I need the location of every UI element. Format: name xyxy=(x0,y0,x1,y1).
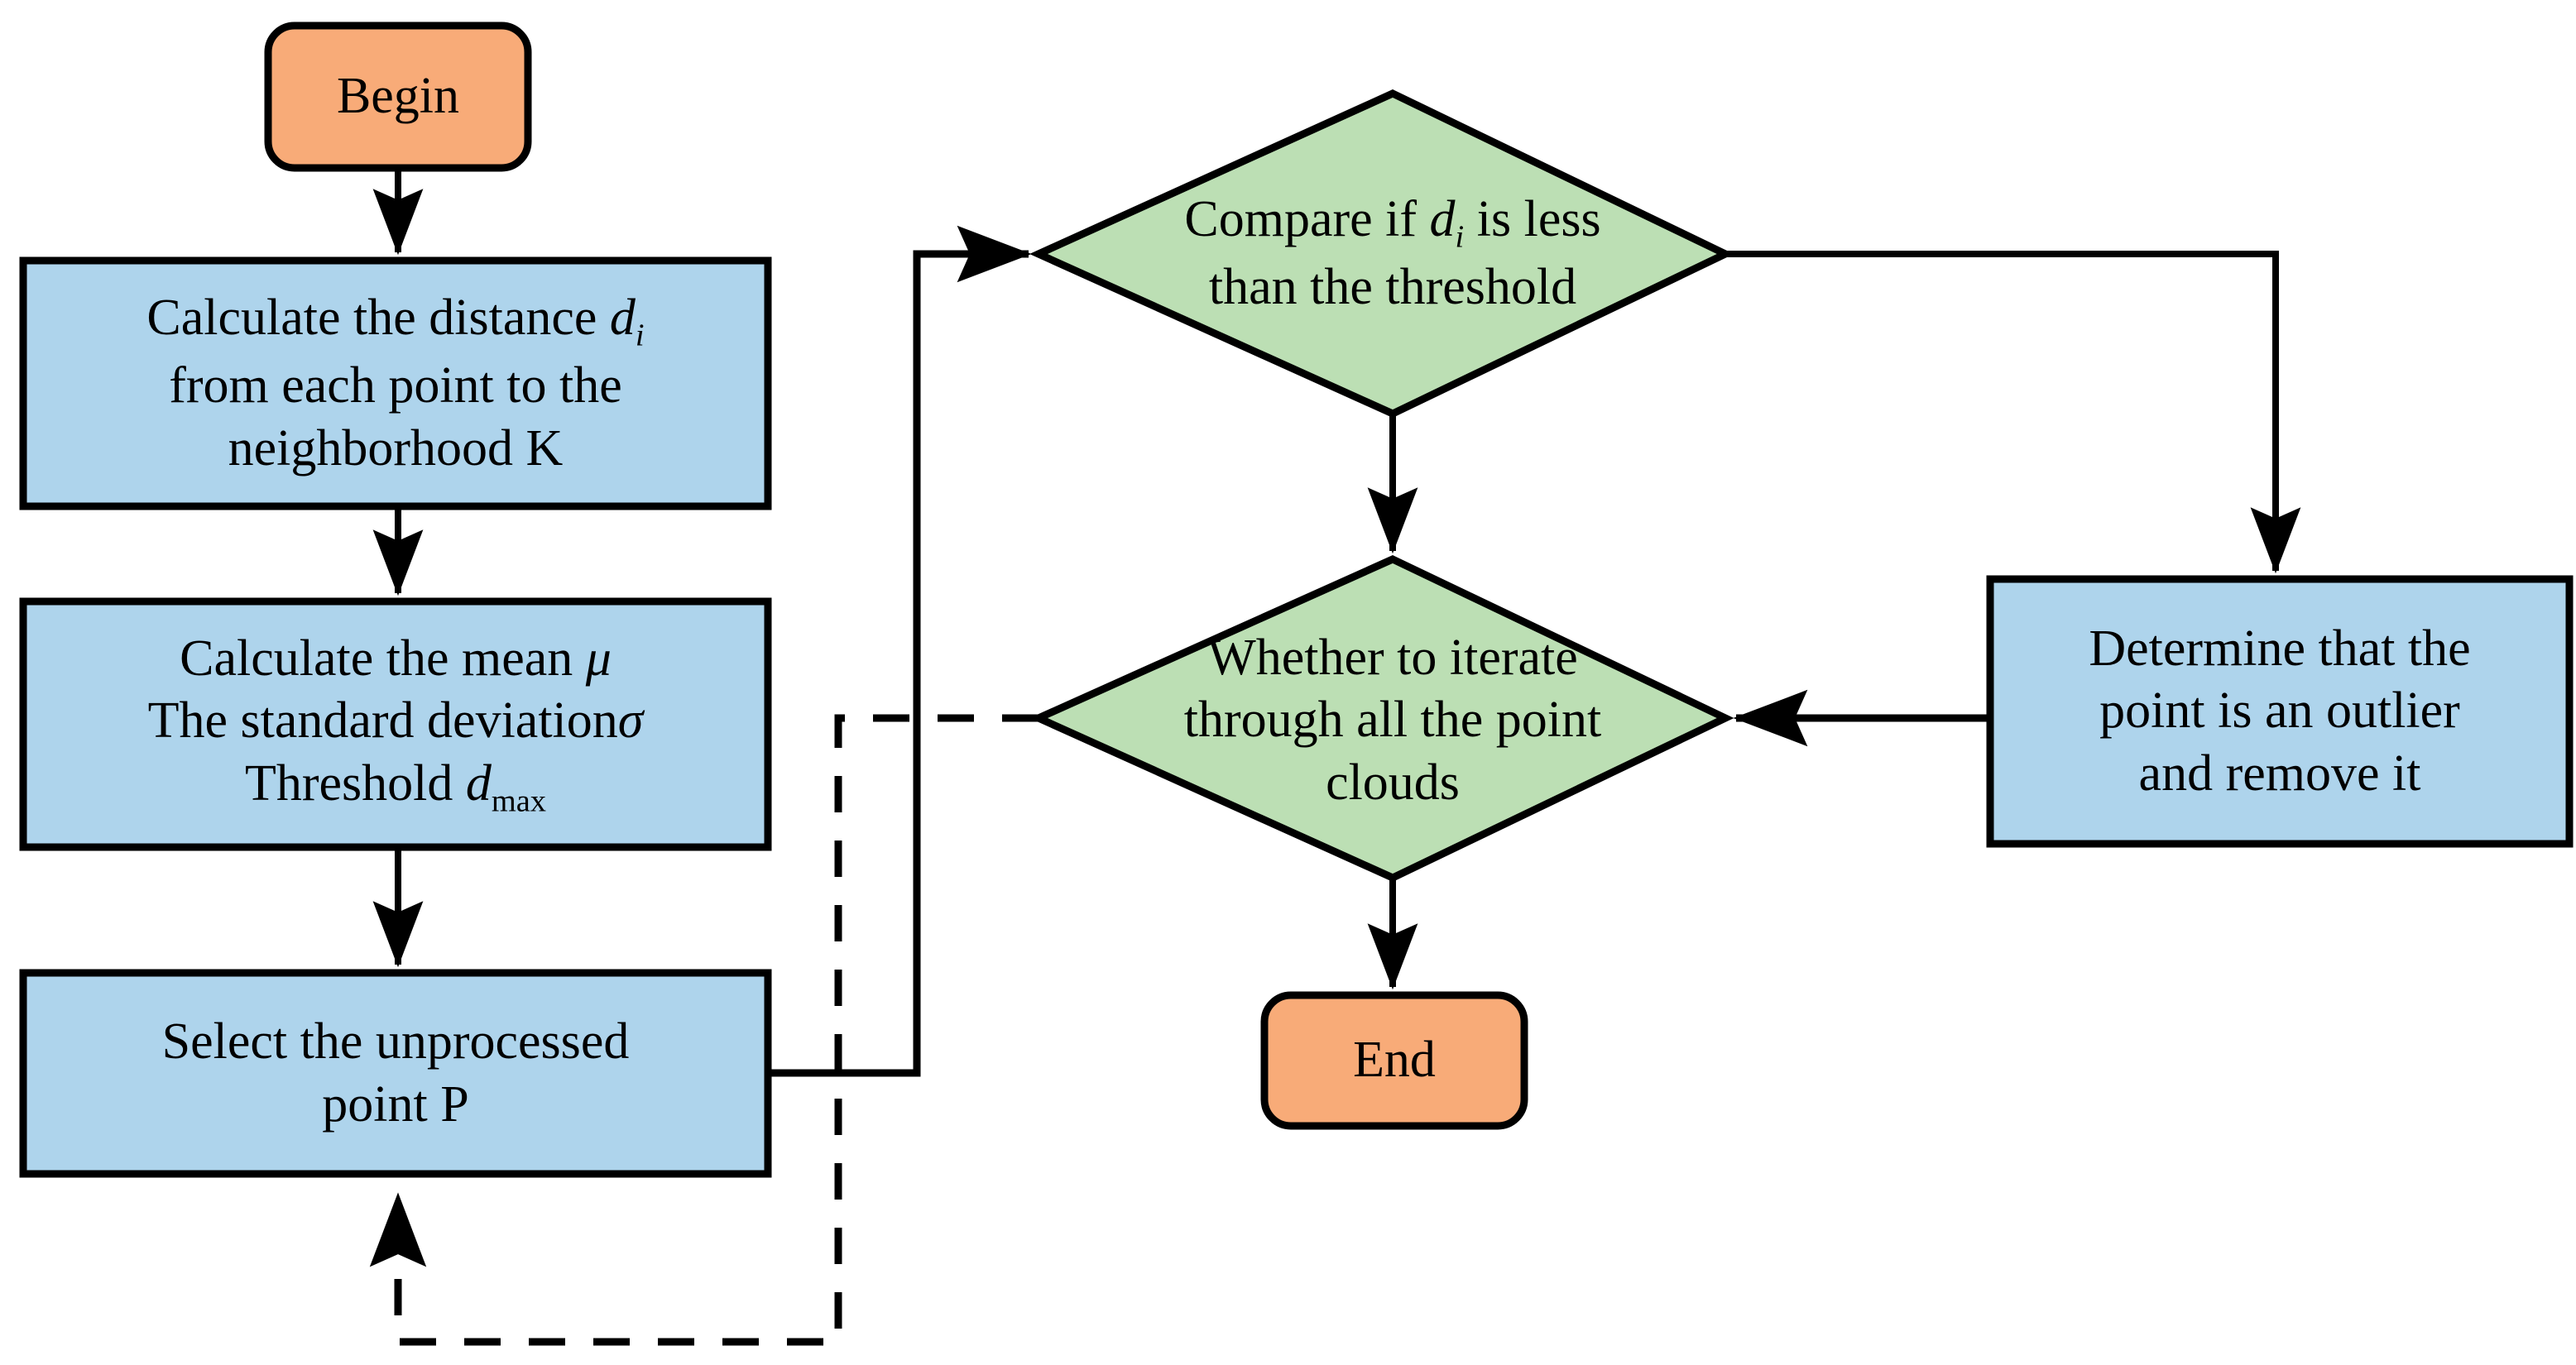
node-begin[interactable] xyxy=(264,22,532,172)
node-calc-distance[interactable] xyxy=(19,256,772,510)
node-end[interactable] xyxy=(1260,991,1528,1130)
node-compare-threshold[interactable] xyxy=(1029,89,1734,418)
node-select-point[interactable] xyxy=(19,969,772,1178)
edge-compare-to-remove-outlier xyxy=(1725,251,2301,574)
node-iterate-all[interactable] xyxy=(1029,555,1734,882)
node-calc-stats[interactable] xyxy=(19,597,772,851)
edge-iterate-to-select-point-dashed xyxy=(369,714,1039,1346)
node-remove-outlier[interactable] xyxy=(1986,575,2574,848)
edge-select-point-to-compare xyxy=(768,225,1032,1077)
